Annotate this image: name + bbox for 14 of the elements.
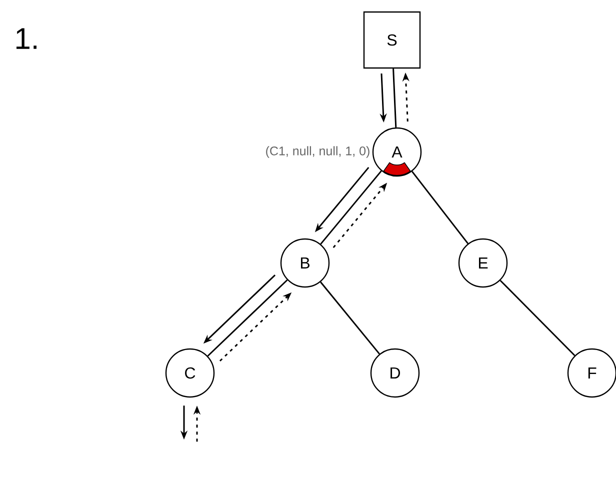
item-number: 1. [16, 28, 36, 49]
circle-node: A [372, 127, 422, 177]
connector-line [500, 280, 576, 356]
circle-node: E [458, 238, 508, 288]
connector-line [411, 170, 469, 244]
circle-node: D [370, 348, 420, 398]
connector-line [207, 279, 288, 357]
connector-line [392, 68, 397, 128]
box: S [363, 11, 421, 69]
node-annotation: (C1, null, null, 1, 0) [266, 146, 370, 158]
circle-node: B [280, 238, 330, 288]
circle-node: C [165, 348, 215, 398]
connector-line [320, 170, 382, 245]
connector-line [320, 282, 380, 354]
